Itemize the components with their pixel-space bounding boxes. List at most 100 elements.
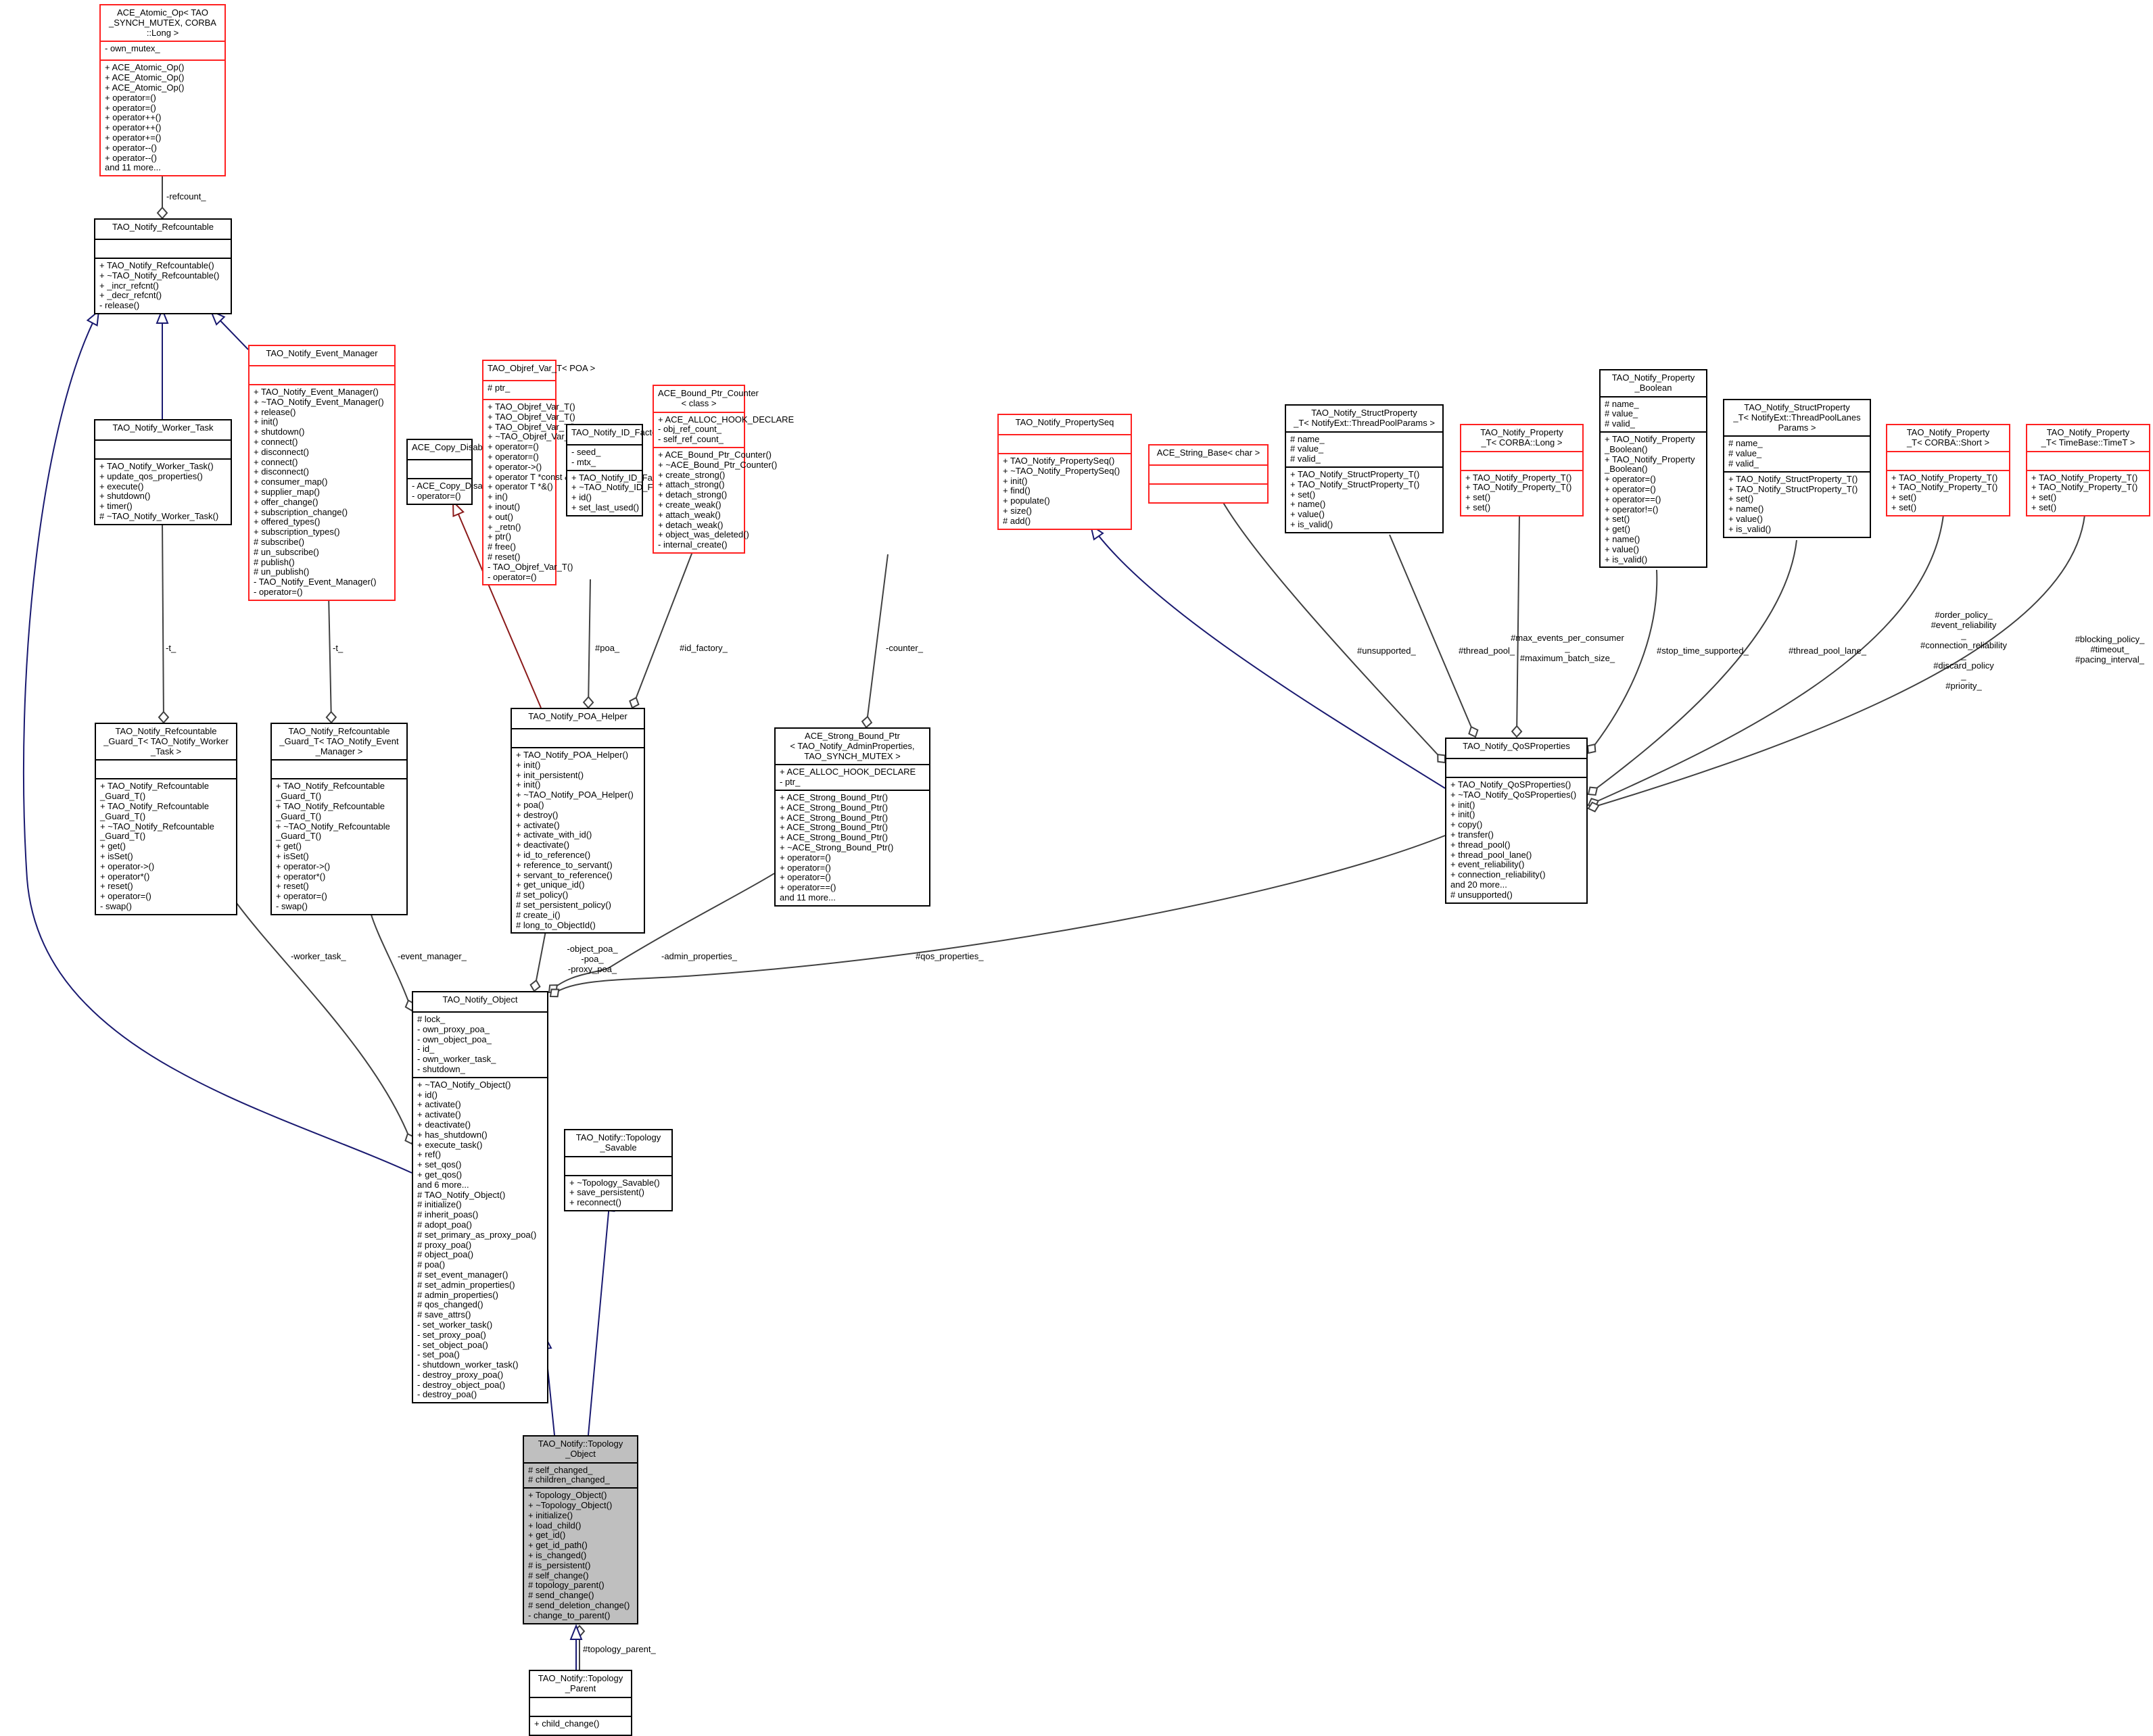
- class-title-section: ACE_Bound_Ptr_Counter< class >: [654, 386, 759, 412]
- class-methods-section: + TAO_Notify_Event_Manager()+ ~TAO_Notif…: [250, 384, 394, 600]
- edge-stop-time: [1588, 569, 1658, 754]
- class-method: + has_shutdown(): [417, 1129, 488, 1140]
- class-method: + TAO_Notify_Refcountable: [100, 781, 210, 792]
- class-methods-section: + Topology_Object()+ ~Topology_Object()+…: [524, 1487, 637, 1622]
- class-box-guard-event[interactable]: TAO_Notify_Refcountable_Guard_T< TAO_Not…: [270, 723, 408, 915]
- class-method: + operator=(): [100, 891, 151, 902]
- class-attribute: - own_worker_task_: [417, 1054, 496, 1065]
- class-box-topology-object[interactable]: TAO_Notify::Topology_Object# self_change…: [523, 1435, 638, 1624]
- aggregation-diamond-icon: [861, 715, 873, 729]
- class-box-topology-parent[interactable]: TAO_Notify::Topology_Parent+ child_chang…: [529, 1670, 632, 1736]
- class-method: - destroy_poa(): [417, 1389, 477, 1400]
- class-name: < class >: [681, 397, 717, 408]
- class-attributes-section: + ACE_ALLOC_HOOK_DECLARE- ptr_: [776, 764, 929, 790]
- class-title-section: ACE_Copy_Disabled: [408, 440, 494, 459]
- class-method: + operator--(): [105, 142, 157, 153]
- class-method: + init_persistent(): [516, 769, 584, 780]
- class-method: + reconnect(): [569, 1197, 621, 1208]
- class-method: + ACE_Strong_Bound_Ptr(): [780, 832, 889, 843]
- class-method: + activate(): [516, 819, 560, 830]
- class-method: - release(): [99, 300, 140, 311]
- class-title-section: TAO_Notify_Property_Boolean: [1601, 370, 1706, 396]
- class-box-copy-disabled[interactable]: ACE_Copy_Disabled- ACE_Copy_Disabled()- …: [406, 439, 505, 505]
- class-title-section: TAO_Notify_ID_Factory: [567, 425, 664, 444]
- class-methods-section: + TAO_Notify_QoSProperties()+ ~TAO_Notif…: [1446, 777, 1586, 902]
- class-box-id-factory[interactable]: TAO_Notify_ID_Factory- seed_- mtx_+ TAO_…: [566, 424, 682, 516]
- class-method: + set(): [1605, 514, 1630, 525]
- class-method: + operator=(): [488, 451, 539, 462]
- class-methods-section: + ~Topology_Savable()+ save_persistent()…: [565, 1174, 671, 1210]
- class-box-guard-worker[interactable]: TAO_Notify_Refcountable_Guard_T< TAO_Not…: [95, 723, 237, 915]
- class-attributes-section: [565, 1155, 671, 1175]
- class-box-notify-object[interactable]: TAO_Notify_Object# lock_- own_proxy_poa_…: [412, 991, 548, 1404]
- class-box-worker-task[interactable]: TAO_Notify_Worker_Task+ TAO_Notify_Worke…: [94, 419, 232, 525]
- class-name: TAO_Notify_Refcountable: [115, 726, 217, 736]
- class-box-topology-savable[interactable]: TAO_Notify::Topology_Savable+ ~Topology_…: [564, 1129, 673, 1211]
- class-box-event-manager[interactable]: TAO_Notify_Event_Manager+ TAO_Notify_Eve…: [248, 345, 396, 601]
- class-method: and 20 more...: [1450, 879, 1507, 890]
- class-method: + subscription_types(): [254, 527, 340, 537]
- class-title-section: TAO_Notify_POA_Helper: [512, 709, 644, 728]
- class-method: + get(): [276, 841, 302, 852]
- edge-copy-disabled: [452, 501, 542, 708]
- class-method: + ACE_Atomic_Op(): [105, 62, 185, 73]
- class-box-strong-bound-ptr[interactable]: ACE_Strong_Bound_Ptr< TAO_Notify_AdminPr…: [774, 727, 930, 907]
- class-methods-section: + TAO_Notify_Property_T()+ TAO_Notify_Pr…: [2027, 469, 2149, 515]
- class-methods-section: + TAO_Notify_Refcountable_Guard_T()+ TAO…: [96, 778, 236, 913]
- class-method: + ~TAO_Notify_POA_Helper(): [516, 790, 634, 800]
- edge-worker-task: [236, 902, 412, 1144]
- class-attributes-section: # name_# value_# valid_: [1724, 435, 1870, 471]
- edge-label: #qos_properties_: [916, 951, 984, 961]
- class-method: # add(): [1003, 515, 1031, 526]
- class-name: TAO_Notify::Topology: [538, 1439, 623, 1449]
- class-methods-section: + ACE_Bound_Ptr_Counter()+ ~ACE_Bound_Pt…: [654, 446, 777, 552]
- class-method: + operator=(): [276, 891, 327, 902]
- class-box-refcountable[interactable]: TAO_Notify_Refcountable+ TAO_Notify_Refc…: [94, 218, 232, 314]
- class-box-struct-tpl[interactable]: TAO_Notify_StructProperty_T< NotifyExt::…: [1723, 399, 1871, 538]
- class-name: TAO_Notify_StructProperty: [1311, 408, 1417, 418]
- class-box-bound-ptr-counter[interactable]: ACE_Bound_Ptr_Counter< class >+ ACE_ALLO…: [653, 385, 794, 554]
- class-attributes-section: [1446, 758, 1586, 777]
- class-box-prop-long[interactable]: TAO_Notify_Property_T< CORBA::Long >+ TA…: [1460, 424, 1584, 516]
- class-box-atomic-op[interactable]: ACE_Atomic_Op< TAO_SYNCH_MUTEX, CORBA::L…: [99, 4, 226, 177]
- class-name: TAO_Objref_Var_T< POA >: [488, 363, 596, 373]
- edge-label: -t_: [166, 643, 176, 653]
- class-method: + consumer_map(): [254, 477, 328, 487]
- class-method: - operator=(): [488, 571, 537, 582]
- class-box-string-base[interactable]: ACE_String_Base< char >: [1148, 444, 1269, 504]
- class-name: TAO_Notify_Property: [2046, 427, 2130, 437]
- class-box-qos[interactable]: TAO_Notify_QoSProperties+ TAO_Notify_QoS…: [1445, 738, 1588, 904]
- class-box-objref-var[interactable]: TAO_Objref_Var_T< POA ># ptr_+ TAO_Objre…: [482, 360, 596, 586]
- class-method: + operator*(): [100, 871, 150, 882]
- class-method: + ~Topology_Object(): [528, 1499, 613, 1510]
- class-box-prop-boolean[interactable]: TAO_Notify_Property_Boolean# name_# valu…: [1599, 369, 1707, 569]
- class-method: + TAO_Notify_Property_T(): [1891, 482, 1998, 493]
- class-method: + ptr(): [488, 531, 512, 542]
- class-name: _SYNCH_MUTEX, CORBA: [109, 17, 216, 28]
- class-name: TAO_Notify_Worker_Task: [112, 423, 214, 433]
- class-method: + set(): [2031, 492, 2057, 503]
- class-method: # object_poa(): [417, 1249, 474, 1260]
- class-method: + attach_strong(): [658, 479, 725, 490]
- class-box-struct-tpp[interactable]: TAO_Notify_StructProperty_T< NotifyExt::…: [1285, 404, 1444, 533]
- edge-batch: [1516, 514, 1520, 738]
- class-box-property-seq[interactable]: TAO_Notify_PropertySeq+ TAO_Notify_Prope…: [997, 414, 1132, 530]
- class-method: + set_last_used(): [571, 502, 640, 512]
- class-method: + ~ACE_Strong_Bound_Ptr(): [780, 842, 894, 852]
- class-method: + is_changed(): [528, 1549, 587, 1560]
- class-name: TAO_Notify_Refcountable: [112, 222, 214, 232]
- class-box-prop-short[interactable]: TAO_Notify_Property_T< CORBA::Short >+ T…: [1886, 424, 2010, 516]
- class-method: + ~TAO_Notify_Refcountable: [100, 821, 214, 831]
- class-method: + offer_change(): [254, 496, 318, 507]
- class-attributes-section: - seed_- mtx_: [567, 444, 642, 470]
- class-box-prop-timet[interactable]: TAO_Notify_Property_T< TimeBase::TimeT >…: [2026, 424, 2150, 516]
- class-title-section: TAO_Notify_Property_T< CORBA::Long >: [1461, 425, 1582, 451]
- class-method: # set_primary_as_proxy_poa(): [417, 1229, 537, 1240]
- class-attributes-section: [95, 239, 231, 258]
- class-title-section: TAO_Notify_PropertySeq: [999, 415, 1131, 434]
- class-method: + init(): [516, 779, 541, 790]
- class-method: + name(): [1290, 499, 1326, 510]
- class-method: + set(): [1891, 492, 1917, 503]
- class-methods-section: + TAO_Notify_Property_Boolean()+ TAO_Not…: [1601, 431, 1706, 566]
- class-box-poa-helper[interactable]: TAO_Notify_POA_Helper+ TAO_Notify_POA_He…: [511, 708, 645, 934]
